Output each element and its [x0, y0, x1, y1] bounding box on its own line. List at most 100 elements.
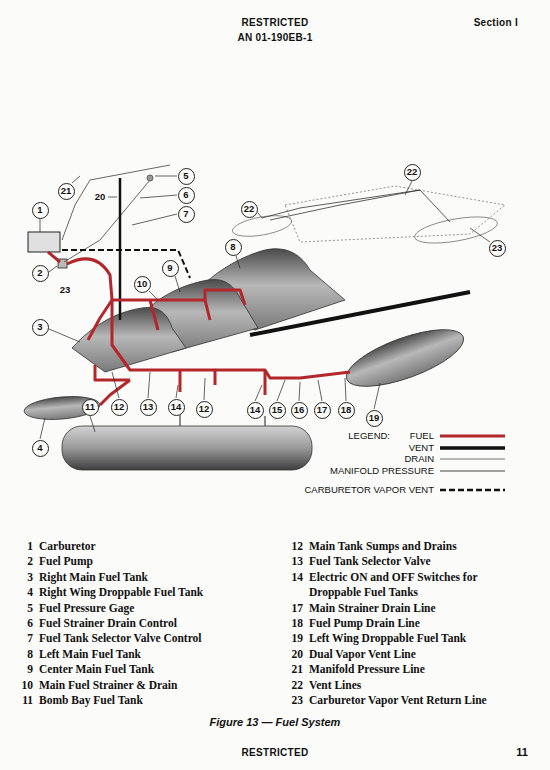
callout-number: 5 — [183, 171, 188, 181]
part-number: 22 — [292, 678, 304, 693]
part-number: 19 — [292, 631, 304, 646]
part-number: 23 — [292, 693, 304, 708]
part-number: 11 — [22, 693, 33, 708]
part-number: 5 — [27, 601, 33, 616]
legend-text: MANIFOLD PRESSURE — [330, 466, 434, 476]
callout-number: 23 — [60, 285, 71, 295]
callout-number: 19 — [369, 413, 380, 423]
part-name: Manifold Pressure Line — [309, 662, 531, 677]
callout-number: 11 — [85, 402, 95, 412]
callout-circle: 22 — [241, 201, 258, 218]
callout-circle: 21 — [58, 183, 75, 200]
part-name: Center Main Fuel Tank — [39, 662, 269, 677]
callout-number: 2 — [37, 268, 42, 278]
legend-text: VENT — [409, 443, 434, 453]
callout-number: 16 — [294, 405, 305, 415]
callout-circle: 17 — [314, 402, 331, 419]
callout-number: 23 — [492, 243, 503, 253]
part-name: Vent Lines — [309, 678, 531, 693]
part-number: 14 — [292, 570, 304, 585]
part-name: Right Main Fuel Tank — [39, 570, 269, 585]
part-number: 12 — [292, 539, 304, 554]
part-number: 9 — [27, 662, 33, 677]
part-name: Main Strainer Drain Line — [309, 601, 531, 616]
callout-number: 3 — [37, 322, 42, 332]
callout-circle: 14 — [168, 399, 185, 416]
callout-number: 18 — [341, 405, 352, 415]
callout-number: 15 — [272, 405, 283, 415]
part-name: Left Main Fuel Tank — [39, 647, 269, 662]
callout-number: 21 — [61, 186, 72, 196]
callout-circle: 2 — [32, 265, 49, 282]
callout-circle: 14 — [247, 402, 264, 419]
callout-circle: 8 — [225, 239, 242, 256]
part-name: Bomb Bay Fuel Tank — [39, 693, 269, 708]
part-name: Fuel Pump — [39, 554, 269, 569]
callout-number: 7 — [183, 209, 188, 219]
callout-circle: 19 — [366, 410, 383, 427]
callout-number: 9 — [167, 263, 172, 273]
manifold-lines — [62, 165, 170, 262]
callout-circle: 3 — [32, 319, 49, 336]
callout-number: 22 — [407, 167, 418, 177]
part-name: Fuel Tank Selector Valve — [309, 554, 531, 569]
part-name: Electric ON and OFF Switches for Droppab… — [309, 570, 531, 601]
callout-circle: 5 — [178, 168, 195, 185]
header-text: RESTRICTED — [242, 17, 309, 28]
part-name: Left Wing Droppable Fuel Tank — [309, 631, 531, 646]
vent-lines — [120, 178, 470, 335]
callout-circle: 15 — [269, 402, 286, 419]
callout-number: 4 — [37, 443, 42, 453]
callout-number: 10 — [137, 279, 148, 289]
part-number: 6 — [27, 616, 33, 631]
part-name: Carburetor — [39, 539, 269, 554]
part-number: 13 — [292, 554, 304, 569]
vent-wireframe — [231, 186, 505, 248]
callout-number: 20 — [95, 192, 106, 202]
part-name: Dual Vapor Vent Line — [309, 647, 531, 662]
part-name: Right Wing Droppable Fuel Tank — [39, 585, 269, 600]
callout-number: 13 — [143, 402, 154, 412]
legend-text: CARBURETOR VAPOR VENT — [304, 485, 434, 495]
header-text: RESTRICTED — [242, 747, 309, 758]
carburetor-symbol — [28, 232, 60, 252]
part-number: 8 — [27, 647, 33, 662]
callout-circle: 1 — [32, 202, 49, 219]
part-name: Fuel Strainer Drain Control — [39, 616, 269, 631]
callout-circle: 22 — [404, 164, 421, 181]
part-name: Main Tank Sumps and Drains — [309, 539, 531, 554]
callout-circle: 12 — [196, 401, 213, 418]
callout-circle: 18 — [338, 402, 355, 419]
callout-circle: 10 — [134, 276, 151, 293]
callout-number: 17 — [317, 405, 328, 415]
part-name: Fuel Tank Selector Valve Control — [39, 631, 269, 646]
part-name: Fuel Pump Drain Line — [309, 616, 531, 631]
callout-circle: 9 — [162, 260, 179, 277]
part-number: 1 — [27, 539, 33, 554]
right-droppable-tank — [23, 394, 101, 423]
fuel-lines — [48, 252, 350, 405]
callout-number: 12 — [199, 404, 210, 414]
part-name: Main Fuel Strainer & Drain — [39, 678, 269, 693]
figure-caption: Figure 13 — Fuel System — [210, 716, 341, 728]
page-number: 11 — [516, 746, 528, 758]
legend-samples — [440, 436, 505, 490]
part-number: 3 — [27, 570, 33, 585]
callout-number: 14 — [250, 405, 261, 415]
part-number: 18 — [292, 616, 304, 631]
callout-number: 8 — [230, 242, 235, 252]
part-name: Fuel Pressure Gage — [39, 601, 269, 616]
callout-circle: 7 — [178, 206, 195, 223]
callout-number: 1 — [37, 205, 42, 215]
part-number: 7 — [27, 631, 33, 646]
callout-number: 22 — [244, 204, 255, 214]
part-number: 17 — [292, 601, 304, 616]
callout-circle: 16 — [291, 402, 308, 419]
part-number: 2 — [27, 554, 33, 569]
callout-number: 12 — [114, 402, 125, 412]
callout-number: 6 — [183, 190, 188, 200]
callout-circle: 12 — [111, 399, 128, 416]
legend-text: FUEL — [410, 431, 434, 441]
callout-circle: 4 — [32, 440, 49, 457]
